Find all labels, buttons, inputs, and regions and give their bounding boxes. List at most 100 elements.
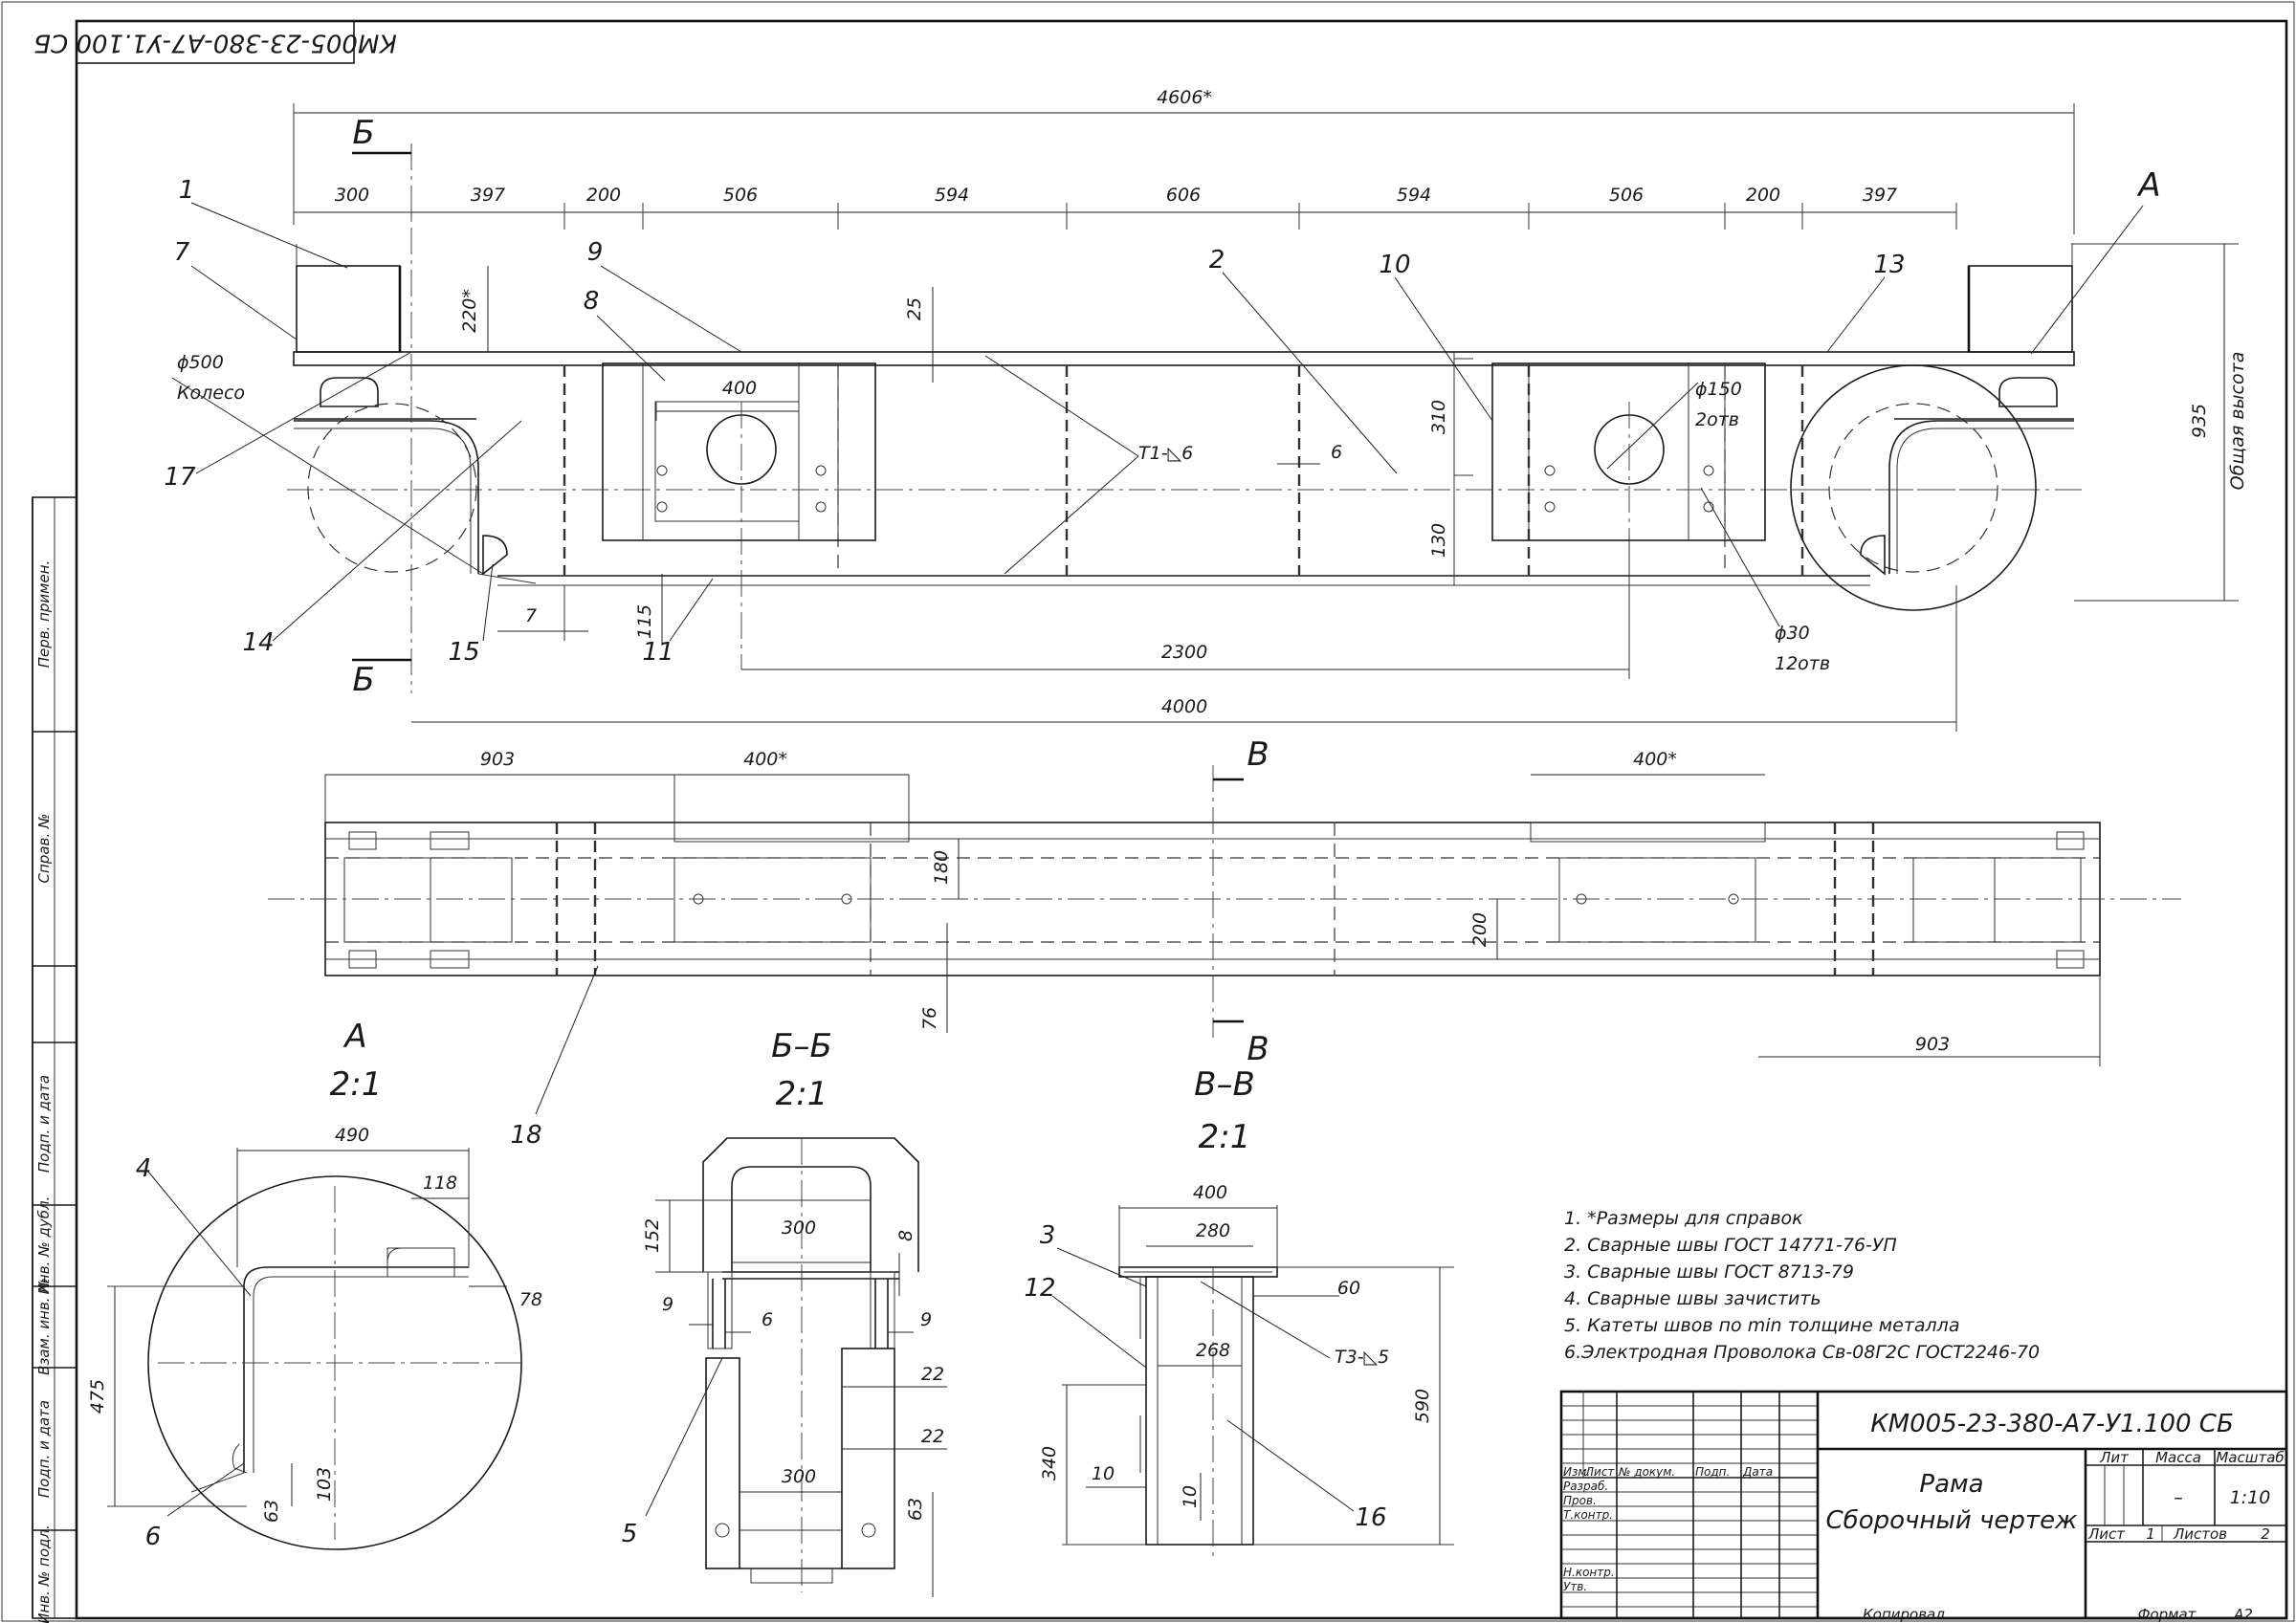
note-3: 3. Сварные швы ГОСТ 8713-79 bbox=[1564, 1261, 1854, 1283]
front-view: 4606* 300 397 200 506 594 606 594 506 20… bbox=[171, 87, 2248, 732]
front-balloons: 1 7 9 8 2 10 13 17 14 15 11 bbox=[164, 176, 1905, 667]
dim-top-3: 200 bbox=[586, 185, 621, 206]
dim-height-total: 935 bbox=[2189, 404, 2210, 438]
dim-115: 115 bbox=[634, 604, 655, 639]
tb-mass-value: – bbox=[2174, 1487, 2183, 1508]
dim-60: 60 bbox=[1337, 1278, 1360, 1299]
tb-ndokum: № докум. bbox=[1618, 1465, 1675, 1479]
tb-scale-head: Масштаб bbox=[2216, 1449, 2284, 1466]
note-2: 2. Сварные швы ГОСТ 14771-76-УП bbox=[1564, 1235, 1897, 1256]
dim-475: 475 bbox=[87, 1379, 108, 1414]
dim-25: 25 bbox=[904, 297, 925, 320]
weld-mark-vv: Т3-◺5 bbox=[1335, 1347, 1389, 1368]
side-strip-label-7: Инв. № подл. bbox=[35, 1524, 53, 1623]
dim-903-left: 903 bbox=[480, 749, 515, 770]
tb-sign-tkontr: Т.контр. bbox=[1563, 1508, 1613, 1522]
dim-top-6: 606 bbox=[1166, 185, 1201, 206]
side-strip-label-6: Подп. и дата bbox=[35, 1400, 53, 1498]
format-value: А2 bbox=[2233, 1606, 2253, 1623]
balloon-12: 12 bbox=[1024, 1274, 1055, 1303]
dim-8: 8 bbox=[895, 1230, 916, 1241]
dim-10-center: 10 bbox=[1180, 1485, 1201, 1508]
side-strip-label-1: Перв. примен. bbox=[35, 560, 53, 669]
view-titles: А 2:1 Б–Б 2:1 В–В 2:1 bbox=[330, 1018, 1255, 1156]
note-5: 5. Катеты швов по min толщине металла bbox=[1564, 1315, 1959, 1336]
dim-6-front: 6 bbox=[1331, 442, 1342, 463]
tb-code: КМ005-23-380-А7-У1.100 СБ bbox=[1870, 1410, 2234, 1438]
view-vv-title: В–В bbox=[1194, 1065, 1255, 1104]
dim-400-plan-left: 400* bbox=[743, 749, 787, 770]
dim-10-left: 10 bbox=[1092, 1463, 1115, 1484]
balloon-4: 4 bbox=[136, 1154, 152, 1183]
format-label: Формат bbox=[2138, 1606, 2197, 1623]
dim-903-right: 903 bbox=[1915, 1034, 1950, 1055]
dim-height-label: Общая высота bbox=[2227, 352, 2248, 491]
balloon-17: 17 bbox=[164, 463, 196, 492]
tb-sheet-label: Лист bbox=[2087, 1525, 2126, 1543]
view-bb-title: Б–Б bbox=[771, 1027, 832, 1065]
dim-400-vv: 400 bbox=[1193, 1182, 1227, 1203]
detail-vv: 400 280 60 268 Т3-◺5 590 340 10 10 3 12 … bbox=[1024, 1182, 1454, 1559]
detail-a: 490 118 78 475 103 63 4 6 bbox=[87, 1125, 542, 1551]
weld-mark-front: Т1-◺6 bbox=[1138, 443, 1193, 464]
dim-7: 7 bbox=[525, 605, 537, 626]
balloon-1: 1 bbox=[179, 176, 195, 205]
balloon-8: 8 bbox=[584, 287, 600, 316]
dim-top-1: 300 bbox=[335, 185, 369, 206]
section-b-top: Б bbox=[352, 114, 374, 152]
tb-scale-value: 1:10 bbox=[2230, 1487, 2271, 1508]
section-v-bottom: В bbox=[1247, 1030, 1269, 1068]
dim-63-detail-a: 63 bbox=[261, 1500, 282, 1523]
note-6: 6.Электродная Проволока Св-08Г2С ГОСТ224… bbox=[1564, 1342, 2040, 1363]
wheel-diameter: ϕ500 bbox=[177, 352, 224, 373]
tb-podp: Подп. bbox=[1695, 1465, 1730, 1479]
title-block: Изм. Лист № докум. Подп. Дата Разраб. Пр… bbox=[1559, 1390, 2288, 1620]
view-a-title: А bbox=[342, 1018, 366, 1056]
side-strip-label-4: Инв. № дубл. bbox=[35, 1196, 53, 1295]
dim-top-10: 397 bbox=[1863, 185, 1897, 206]
dim-63-bb: 63 bbox=[905, 1498, 926, 1521]
side-strip-label-5: Взам. инв. № bbox=[35, 1278, 53, 1375]
hole-30-label: ϕ30 bbox=[1775, 623, 1810, 644]
view-bb-scale: 2:1 bbox=[776, 1075, 828, 1113]
dim-22-a: 22 bbox=[921, 1364, 944, 1385]
dim-400-plan-right: 400* bbox=[1633, 749, 1677, 770]
side-strip-label-2: Справ. № bbox=[35, 814, 53, 884]
dim-9-left: 9 bbox=[662, 1294, 673, 1315]
view-a-marker: А bbox=[2136, 166, 2160, 205]
dim-340: 340 bbox=[1039, 1446, 1060, 1480]
view-vv-scale: 2:1 bbox=[1199, 1118, 1251, 1156]
tb-name-line1: Рама bbox=[1919, 1470, 1983, 1499]
dim-130: 130 bbox=[1428, 523, 1449, 558]
wheel-label: Колесо bbox=[177, 383, 245, 404]
tb-sign-prov: Пров. bbox=[1563, 1494, 1597, 1507]
dim-top-2: 397 bbox=[471, 185, 505, 206]
plan-view: В В 903 400* 400* 903 180 200 76 18 bbox=[268, 735, 2181, 1150]
tb-sign-utv: Утв. bbox=[1563, 1580, 1587, 1593]
dim-268: 268 bbox=[1196, 1340, 1230, 1361]
tb-name-line2: Сборочный чертеж bbox=[1826, 1506, 2079, 1535]
dim-2300: 2300 bbox=[1161, 642, 1207, 663]
dim-6-bb: 6 bbox=[762, 1309, 773, 1330]
tb-sign-nkontr: Н.контр. bbox=[1563, 1566, 1615, 1579]
section-b-bottom: Б bbox=[352, 661, 374, 699]
segment-ticks bbox=[410, 203, 1957, 230]
dim-310: 310 bbox=[1428, 400, 1449, 434]
balloon-18: 18 bbox=[510, 1121, 541, 1150]
dim-top-9: 200 bbox=[1746, 185, 1780, 206]
balloon-10: 10 bbox=[1379, 251, 1410, 279]
note-1: 1. *Размеры для справок bbox=[1564, 1208, 1803, 1229]
dim-top-8: 506 bbox=[1609, 185, 1644, 206]
balloon-7: 7 bbox=[174, 238, 190, 267]
dim-76: 76 bbox=[919, 1007, 940, 1030]
dim-top-7: 594 bbox=[1397, 185, 1431, 206]
technical-notes: 1. *Размеры для справок 2. Сварные швы Г… bbox=[1564, 1208, 2040, 1363]
dim-22-b: 22 bbox=[921, 1426, 944, 1447]
dim-top-4: 506 bbox=[723, 185, 758, 206]
balloon-14: 14 bbox=[242, 628, 274, 657]
balloon-15: 15 bbox=[448, 638, 479, 667]
dim-152: 152 bbox=[642, 1218, 663, 1253]
side-strip: Перв. примен. Справ. № Подп. и дата Инв.… bbox=[32, 496, 77, 1623]
tb-sheets-value: 2 bbox=[2261, 1525, 2270, 1543]
